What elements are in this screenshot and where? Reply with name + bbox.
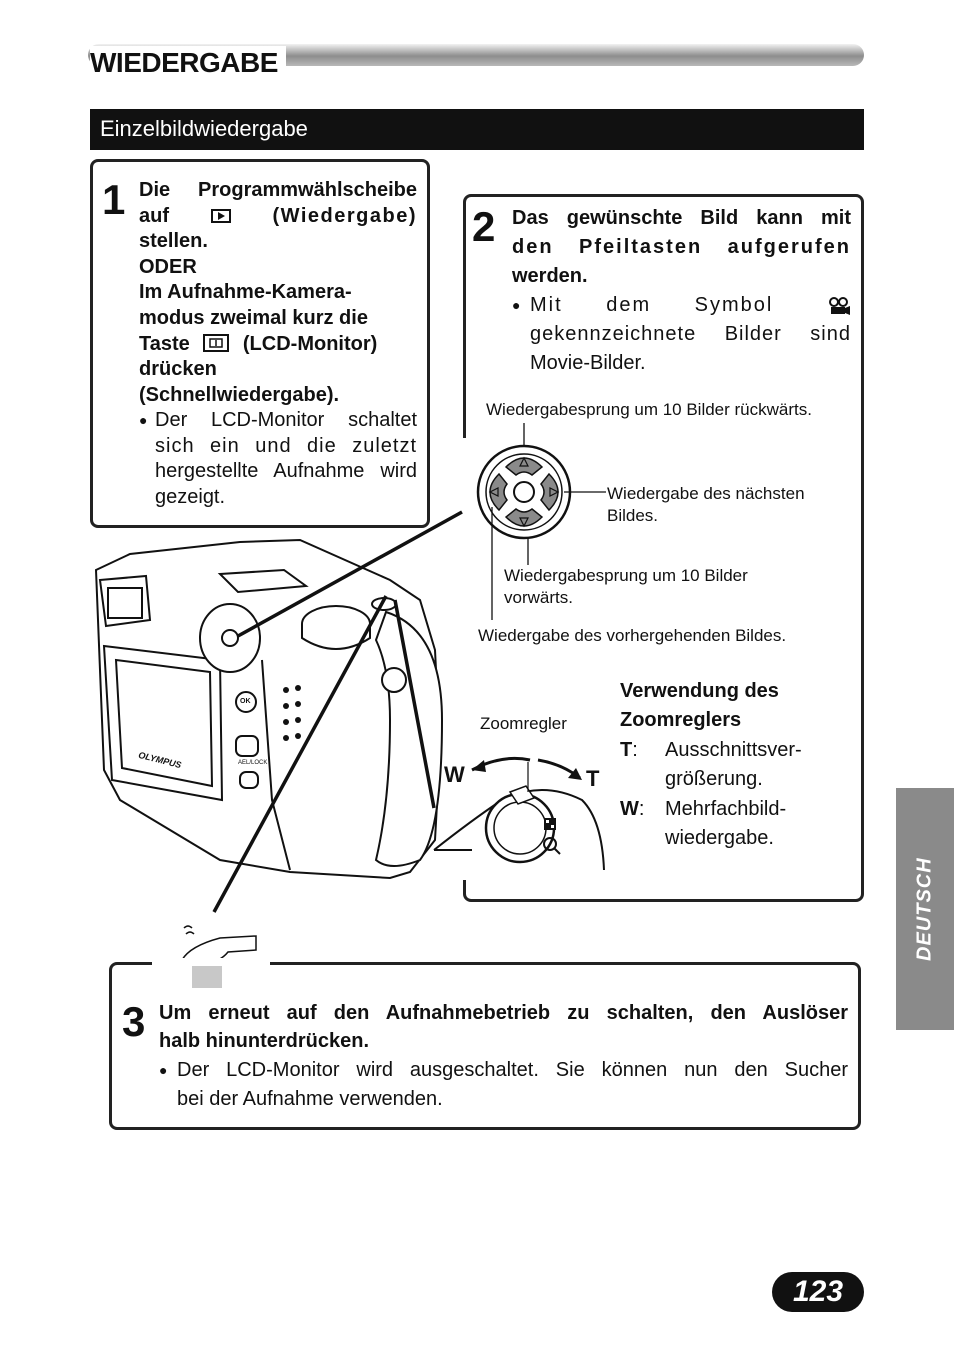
zoom-t-row: T: — [620, 739, 638, 761]
label-up: Wiedergabesprung um 10 Bilder rückwärts. — [486, 400, 812, 419]
step3-line: halb hinunterdrücken. — [159, 1030, 370, 1052]
label-down-line: Wiedergabesprung um 10 Bilder — [504, 566, 748, 585]
zoom-t-marker: T — [586, 766, 600, 791]
step1-box — [90, 159, 430, 528]
label-down-line: vorwärts. — [504, 588, 573, 607]
box-gap — [152, 958, 270, 966]
step3-bullet-line: bei der Aufnahme verwenden. — [177, 1088, 443, 1110]
step1-bullet-line: Der LCD-Monitor schaltet — [155, 409, 417, 431]
bullet-icon: ● — [159, 1062, 168, 1078]
section-title: Einzelbildwiedergabe — [100, 116, 308, 141]
zoom-t-desc-line: Ausschnittsver- — [665, 739, 802, 761]
step1-bullet-line: sich ein und die zuletzt — [155, 434, 417, 457]
step2-line: den Pfeiltasten aufgerufen — [512, 236, 851, 258]
step1-bullet-line: gezeigt. — [155, 485, 226, 508]
zoom-heading: Verwendung des Zoomreglers — [620, 677, 779, 735]
step1-line: Die Programmwählscheibe — [139, 179, 417, 201]
step1-bullet-line: hergestellte Aufnahme wird — [155, 460, 417, 483]
zoom-w-desc-line: wiedergabe. — [665, 827, 774, 849]
step2-bullet-text: Mit dem Symbol — [530, 294, 774, 316]
step2-line: Das gewünschte Bild kann mit — [512, 207, 851, 229]
zoom-heading-line: Zoomreglers — [620, 709, 742, 731]
page-number: 123 — [772, 1272, 864, 1312]
arrow-pad-diagram — [476, 423, 606, 620]
zoom-w-key: W — [620, 798, 639, 820]
bullet-icon: ● — [139, 412, 148, 428]
step1-bullet: ● Der LCD-Monitor schaltet sich ein und … — [139, 408, 417, 510]
step1-line: (Schnellwiedergabe). — [139, 383, 340, 406]
zoom-t-key: T — [620, 739, 633, 761]
step3-instructions: Um erneut auf den Aufnahmebetrieb zu sch… — [159, 999, 848, 1055]
step1-instructions: Die Programmwählscheibe auf (Wiedergabe)… — [139, 178, 417, 408]
step2-bullet-line: gekennzeichnete Bilder sind — [530, 323, 851, 345]
step1-line: Taste (LCD-Monitor) — [139, 332, 417, 358]
step1-line: auf (Wiedergabe) — [139, 204, 417, 230]
step3-bullet-line: Der LCD-Monitor wird ausgeschaltet. Sie … — [177, 1059, 848, 1081]
zoom-t-desc: Ausschnittsver- größerung. — [665, 736, 802, 794]
step2-number: 2 — [472, 203, 496, 250]
label-left: Wiedergabe des vorhergehenden Bildes. — [478, 626, 787, 645]
step1-line: modus zweimal kurz die — [139, 306, 368, 329]
zoom-t-desc-line: größerung. — [665, 768, 763, 790]
zoom-heading-line: Verwendung des — [620, 680, 779, 702]
label-right-line: Bildes. — [607, 506, 659, 525]
zoom-w-desc: Mehrfachbild- wiedergabe. — [665, 795, 786, 853]
step2-bullet-line: Mit dem Symbol — [530, 291, 851, 320]
step3-line: Um erneut auf den Aufnahmebetrieb zu sch… — [159, 1002, 848, 1024]
step2-bullet-line: Movie-Bilder. — [530, 352, 646, 374]
step1-word: (LCD-Monitor) — [242, 332, 378, 355]
zoom-w-row: W: — [620, 798, 645, 820]
zoom-w-marker: W — [444, 762, 465, 787]
box-gap — [460, 438, 466, 880]
step3-bullet: ● Der LCD-Monitor wird ausgeschaltet. Si… — [159, 1056, 848, 1114]
bullet-icon: ● — [512, 297, 521, 313]
section-bar — [90, 109, 864, 150]
language-tab — [896, 788, 954, 1030]
arrow-pad-center — [513, 481, 535, 503]
step1-word: (Wiedergabe) — [272, 204, 417, 227]
step3-box — [109, 962, 861, 1130]
step2-bullet: ● Mit dem Symbol gekennzeichnete Bilder … — [512, 291, 851, 378]
zoom-lever-diagram — [433, 756, 605, 871]
label-right: Wiedergabe des nächsten Bildes. — [607, 483, 805, 527]
camera-ok-label: OK — [240, 698, 251, 705]
camera-ael-label: AEL/LOCK — [238, 760, 268, 766]
movie-icon — [829, 296, 850, 315]
step1-line: stellen. — [139, 230, 208, 253]
camera-illustration — [94, 510, 463, 913]
lcd-monitor-icon — [203, 333, 230, 352]
step1-word: auf — [139, 204, 169, 227]
step1-number: 1 — [102, 176, 126, 223]
play-icon — [210, 209, 231, 224]
language-tab-label: DEUTSCH — [913, 857, 936, 961]
step1-line: ODER — [139, 255, 197, 278]
page-title: WIEDERGABE — [90, 46, 286, 80]
step2-line: werden. — [512, 265, 588, 287]
zoom-w-desc-line: Mehrfachbild- — [665, 798, 787, 820]
step1-word: Taste — [139, 332, 190, 355]
step1-line: Im Aufnahme-Kamera- — [139, 281, 352, 304]
label-down: Wiedergabesprung um 10 Bilder vorwärts. — [504, 565, 748, 609]
zoom-label: Zoomregler — [480, 714, 567, 733]
step3-number: 3 — [122, 998, 146, 1045]
step1-line: drücken — [139, 358, 217, 381]
label-right-line: Wiedergabe des nächsten — [607, 484, 805, 503]
step2-instructions: Das gewünschte Bild kann mit den Pfeilta… — [512, 204, 851, 291]
